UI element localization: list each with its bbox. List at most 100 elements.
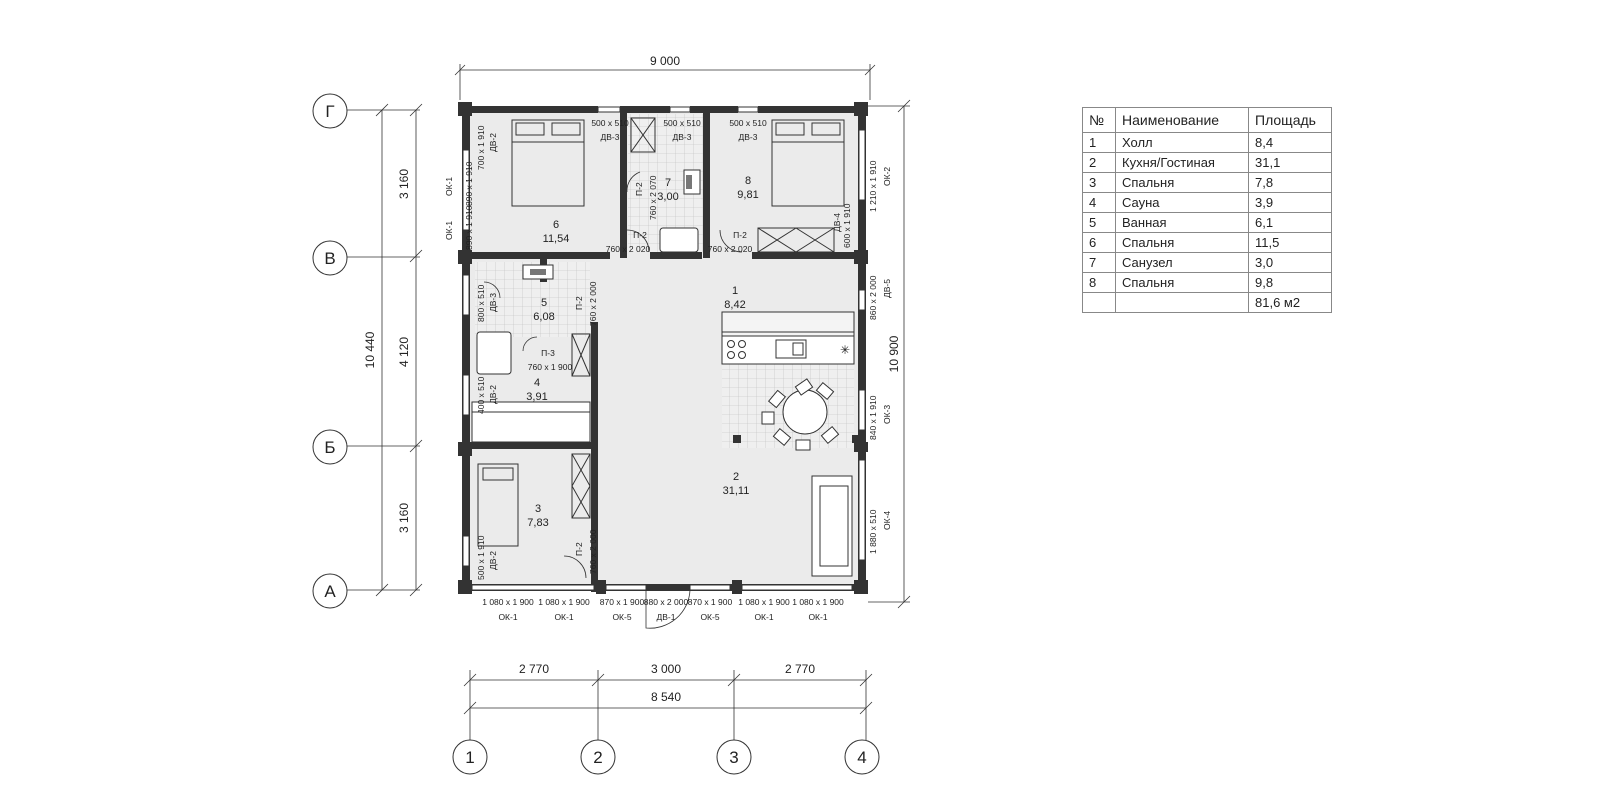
sofa	[811, 475, 853, 577]
bottom-5-code: ОК-5	[700, 612, 719, 622]
row-area: 11,5	[1248, 232, 1332, 253]
bottom-2-size: 1 080 x 1 900	[538, 597, 590, 607]
room-7-area: 3,00	[657, 191, 678, 203]
table-row: 8 Спальня 9,8	[1082, 272, 1332, 293]
post	[852, 435, 860, 443]
door-p3-size: 760 x 1 900	[528, 362, 573, 372]
opening-labels: 500 x 510 ДВ-3 500 x 510 ДВ-3 500 x 510 …	[444, 118, 892, 622]
row-name: Санузел	[1115, 252, 1249, 273]
right-w2-code: ДВ-4	[832, 213, 842, 232]
door-p2-7-code: П-2	[634, 182, 644, 196]
row-name: Сауна	[1115, 192, 1249, 213]
row-number: 2	[1082, 152, 1116, 173]
bottom-4-code: ДВ-1	[657, 612, 676, 622]
bottom-3-code: ОК-5	[612, 612, 631, 622]
door-p2-7-size: 760 x 2 070	[648, 175, 658, 220]
dim-left-seg-1: 3 160	[397, 169, 411, 199]
row-number: 6	[1082, 232, 1116, 253]
bottom-7-code: ОК-1	[808, 612, 827, 622]
room-labels: 1 8,42 2 31,11 3 7,83 4 3,91 5 6,08 6 11…	[526, 175, 758, 529]
bed-single	[477, 463, 519, 547]
row-area: 6,1	[1248, 212, 1332, 233]
row-name: Спальня	[1115, 232, 1249, 253]
dim-left-total: 10 440	[363, 331, 377, 368]
door-p2-8-code: П-2	[733, 230, 747, 240]
total-empty-cell	[1082, 292, 1116, 313]
room-area-table: № Наименование Площадь 1 Холл 8,4 2 Кухн…	[1082, 107, 1332, 313]
walls	[458, 102, 868, 594]
left-w5-size: 400 x 510	[476, 376, 486, 414]
axis-row-a: А	[324, 582, 336, 601]
dim-left-seg-3: 3 160	[397, 503, 411, 533]
table-row: 2 Кухня/Гостиная 31,1	[1082, 152, 1332, 173]
left-w5-code: ДВ-2	[488, 385, 498, 404]
dim-left-seg-2: 4 120	[397, 337, 411, 367]
entrance-door-swing	[645, 589, 691, 629]
bottom-5-size: 870 x 1 900	[688, 597, 733, 607]
bottom-3-size: 870 x 1 900	[600, 597, 645, 607]
top-w1-size: 500 x 510	[591, 118, 629, 128]
left-w1-code: ДВ-2	[488, 133, 498, 152]
table-row: 4 Сауна 3,9	[1082, 192, 1332, 213]
door-swings	[483, 171, 743, 579]
bed-double-right	[771, 119, 845, 207]
table-row: 5 Ванная 6,1	[1082, 212, 1332, 233]
left-w6-size: 500 x 1 910	[476, 535, 486, 580]
left-w3-size: 890 x 1 910	[464, 205, 474, 250]
wc-fixtures	[630, 117, 701, 253]
axis-markers: Г В Б А 1 2 3 4	[312, 93, 880, 775]
top-w2-size: 500 x 510	[663, 118, 701, 128]
door-p2-3-size: 760 x 2 000	[588, 529, 598, 574]
dim-bottom-total: 8 540	[651, 690, 681, 704]
bottom-6-size: 1 080 x 1 900	[738, 597, 790, 607]
room-7-number: 7	[665, 177, 671, 189]
dining-table	[761, 378, 840, 451]
room-8-number: 8	[745, 175, 751, 187]
row-area: 7,8	[1248, 172, 1332, 193]
axis-col-3: 3	[729, 748, 738, 767]
dim-bottom-seg-3: 2 770	[785, 662, 815, 676]
door-p2-6-code: П-2	[633, 230, 647, 240]
right-w5-code: ОК-4	[882, 511, 892, 530]
door-p2-6-size: 760 x 2 020	[606, 244, 651, 254]
left-w4-size: 800 x 510	[476, 284, 486, 322]
bottom-1-size: 1 080 x 1 900	[482, 597, 534, 607]
top-w3-code: ДВ-3	[739, 132, 758, 142]
bottom-6-code: ОК-1	[754, 612, 773, 622]
dimension-labels: 9 000 10 440 3 160 4 120 3 160 10 900 2 …	[363, 54, 901, 704]
row-name: Спальня	[1115, 172, 1249, 193]
room-4-area: 3,91	[526, 391, 547, 403]
row-number: 8	[1082, 272, 1116, 293]
room-5-area: 6,08	[533, 311, 554, 323]
windows	[462, 106, 866, 591]
right-w4-size: 840 x 1 910	[868, 395, 878, 440]
right-w4-code: ОК-3	[882, 405, 892, 424]
dim-top-total: 9 000	[650, 54, 680, 68]
dim-bottom-seg-1: 2 770	[519, 662, 549, 676]
room-6-number: 6	[553, 219, 559, 231]
row-number: 5	[1082, 212, 1116, 233]
row-area: 31,1	[1248, 152, 1332, 173]
total-empty-cell	[1115, 292, 1249, 313]
left-w2-code: ОК-1	[444, 177, 454, 196]
left-w6-code: ДВ-2	[488, 551, 498, 570]
door-p2-8-size: 760 x 2 020	[708, 244, 753, 254]
sauna-bench	[471, 401, 591, 443]
right-w1-code: ОК-2	[882, 167, 892, 186]
post	[733, 435, 741, 443]
room-4-number: 4	[534, 377, 540, 389]
room-2-area: 31,11	[723, 485, 750, 497]
row-number: 7	[1082, 252, 1116, 273]
row-area: 3,9	[1248, 192, 1332, 213]
row-area: 9,8	[1248, 272, 1332, 293]
bathroom-fixtures	[476, 264, 591, 377]
dimensions	[334, 64, 911, 740]
table-row: 1 Холл 8,4	[1082, 132, 1332, 153]
wardrobe-bedroom-3	[571, 453, 591, 519]
header-area: Площадь	[1248, 107, 1332, 133]
table-header-row: № Наименование Площадь	[1082, 107, 1332, 133]
row-area: 8,4	[1248, 132, 1332, 153]
kitchen-counter: ✳	[721, 335, 855, 365]
row-name: Спальня	[1115, 272, 1249, 293]
